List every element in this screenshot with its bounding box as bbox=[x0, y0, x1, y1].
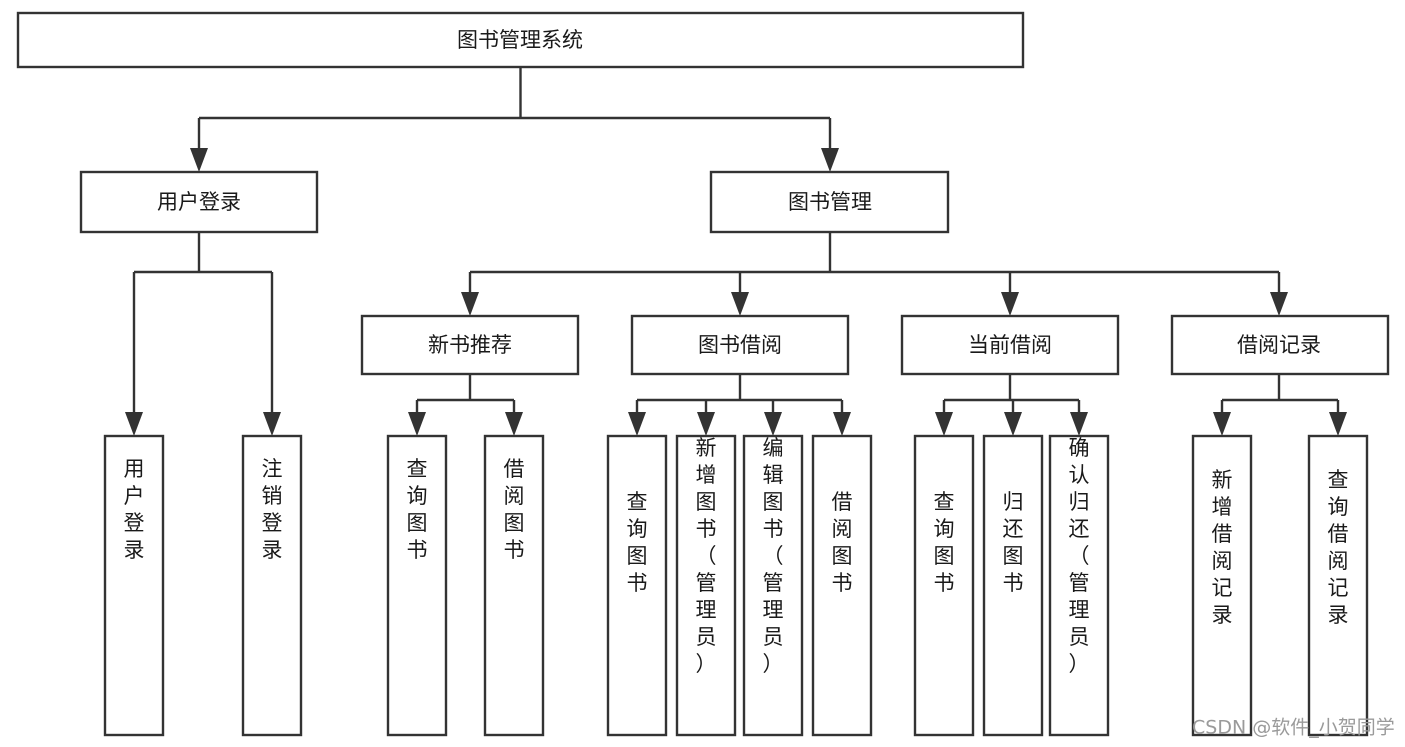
node-borrow-record-box[interactable] bbox=[1170, 314, 1390, 376]
node-book-management[interactable]: 图书管理 bbox=[709, 170, 950, 234]
leaf-node-user-login-login[interactable]: 用户登录 bbox=[103, 434, 165, 737]
leaf-br-add-record-box[interactable] bbox=[1191, 434, 1253, 737]
csdn-watermark: CSDN @软件_小贺同学 bbox=[1192, 717, 1395, 739]
node-current-borrow-box[interactable] bbox=[900, 314, 1120, 376]
node-book-management-label: 图书管理 bbox=[788, 190, 872, 214]
leaf-bb-add-book-box[interactable] bbox=[675, 434, 737, 737]
node-book-borrow-label: 图书借阅 bbox=[698, 333, 782, 357]
leaf-cb-confirm-return-label: 确认归还（管理员） bbox=[1069, 436, 1090, 676]
arrow-leaf-cb-2 bbox=[1004, 412, 1022, 436]
leaf-node-nbr-borrow-book[interactable]: 借阅图书 bbox=[483, 434, 545, 737]
node-borrow-record[interactable]: 借阅记录 bbox=[1170, 314, 1390, 376]
leaf-bb-query-book-box[interactable] bbox=[606, 434, 668, 737]
leaf-bb-borrow-book-box[interactable] bbox=[811, 434, 873, 737]
leaf-node-br-add-record[interactable]: 新增借阅记录 bbox=[1191, 434, 1253, 737]
leaf-nbr-borrow-book-label: 借阅图书 bbox=[504, 457, 525, 562]
leaf-br-add-record-label: 新增借阅记录 bbox=[1212, 468, 1233, 627]
leaf-bb-add-book-label: 新增图书（管理员） bbox=[696, 436, 717, 676]
node-current-borrow[interactable]: 当前借阅 bbox=[900, 314, 1120, 376]
leaf-node-cb-confirm-return[interactable]: 确认归还（管理员） bbox=[1048, 434, 1110, 737]
leaf-user-login-logout-label: 注销登录 bbox=[262, 457, 283, 562]
leaf-cb-query-book-label: 查询图书 bbox=[934, 490, 955, 595]
node-new-book-recommend-box[interactable] bbox=[360, 314, 580, 376]
arrow-leaf-br-2 bbox=[1329, 412, 1347, 436]
leaf-cb-query-book-box[interactable] bbox=[913, 434, 975, 737]
leaf-node-br-query-record[interactable]: 查询借阅记录 bbox=[1307, 434, 1369, 737]
leaf-br-query-record-box[interactable] bbox=[1307, 434, 1369, 737]
node-new-book-recommend[interactable]: 新书推荐 bbox=[360, 314, 580, 376]
leaf-bb-edit-book-box[interactable] bbox=[742, 434, 804, 737]
arrow-leaf-bb-4 bbox=[833, 412, 851, 436]
leaf-bb-query-book-label: 查询图书 bbox=[627, 490, 648, 595]
arrow-leaf-nbr-2 bbox=[505, 412, 523, 436]
leaf-bb-borrow-book-label: 借阅图书 bbox=[832, 490, 853, 595]
arrow-leaf-cb-1 bbox=[935, 412, 953, 436]
leaf-node-bb-borrow-book[interactable]: 借阅图书 bbox=[811, 434, 873, 737]
arrow-to-book-borrow bbox=[731, 292, 749, 316]
node-user-login[interactable]: 用户登录 bbox=[79, 170, 319, 234]
arrow-leaf-bb-1 bbox=[628, 412, 646, 436]
leaf-node-nbr-query-book[interactable]: 查询图书 bbox=[386, 434, 448, 737]
node-user-login-box[interactable] bbox=[79, 170, 319, 234]
leaf-cb-confirm-return-box[interactable] bbox=[1048, 434, 1110, 737]
node-current-borrow-label: 当前借阅 bbox=[968, 333, 1052, 357]
node-borrow-record-label: 借阅记录 bbox=[1237, 333, 1321, 357]
node-new-book-recommend-label: 新书推荐 bbox=[428, 333, 512, 357]
arrow-to-book-mgmt bbox=[821, 148, 839, 172]
connector-layer bbox=[125, 67, 1347, 436]
leaf-user-login-login-box[interactable] bbox=[103, 434, 165, 737]
leaf-user-login-logout-box[interactable] bbox=[241, 434, 303, 737]
leaf-nbr-borrow-book-box[interactable] bbox=[483, 434, 545, 737]
arrow-leaf-user-login-1 bbox=[125, 412, 143, 436]
leaf-node-bb-query-book[interactable]: 查询图书 bbox=[606, 434, 668, 737]
arrow-leaf-br-1 bbox=[1213, 412, 1231, 436]
leaf-br-query-record-label: 查询借阅记录 bbox=[1328, 468, 1349, 627]
leaf-node-bb-edit-book[interactable]: 编辑图书（管理员） bbox=[742, 434, 804, 737]
leaf-node-cb-query-book[interactable]: 查询图书 bbox=[913, 434, 975, 737]
node-book-borrow-box[interactable] bbox=[630, 314, 850, 376]
node-user-login-label: 用户登录 bbox=[157, 190, 241, 214]
arrow-leaf-nbr-1 bbox=[408, 412, 426, 436]
arrow-leaf-bb-2 bbox=[697, 412, 715, 436]
leaf-node-cb-return-book[interactable]: 归还图书 bbox=[982, 434, 1044, 737]
leaf-cb-return-book-label: 归还图书 bbox=[1003, 490, 1024, 595]
leaf-user-login-login-label: 用户登录 bbox=[124, 457, 145, 562]
arrow-leaf-user-login-2 bbox=[263, 412, 281, 436]
node-book-borrow[interactable]: 图书借阅 bbox=[630, 314, 850, 376]
leaf-bb-edit-book-label: 编辑图书（管理员） bbox=[763, 436, 784, 676]
arrow-to-user-login bbox=[190, 148, 208, 172]
leaf-nbr-query-book-label: 查询图书 bbox=[407, 457, 428, 562]
leaf-node-bb-add-book[interactable]: 新增图书（管理员） bbox=[675, 434, 737, 737]
arrow-to-current-borrow bbox=[1001, 292, 1019, 316]
node-root[interactable]: 图书管理系统 bbox=[16, 11, 1025, 69]
arrow-leaf-bb-3 bbox=[764, 412, 782, 436]
leaf-cb-return-book-box[interactable] bbox=[982, 434, 1044, 737]
arrow-to-new-book-rec bbox=[461, 292, 479, 316]
node-book-management-box[interactable] bbox=[709, 170, 950, 234]
leaf-node-user-login-logout[interactable]: 注销登录 bbox=[241, 434, 303, 737]
arrow-to-borrow-record bbox=[1270, 292, 1288, 316]
arrow-leaf-cb-3 bbox=[1070, 412, 1088, 436]
leaf-nbr-query-book-box[interactable] bbox=[386, 434, 448, 737]
node-root-box[interactable] bbox=[16, 11, 1025, 69]
node-root-label: 图书管理系统 bbox=[457, 28, 583, 52]
